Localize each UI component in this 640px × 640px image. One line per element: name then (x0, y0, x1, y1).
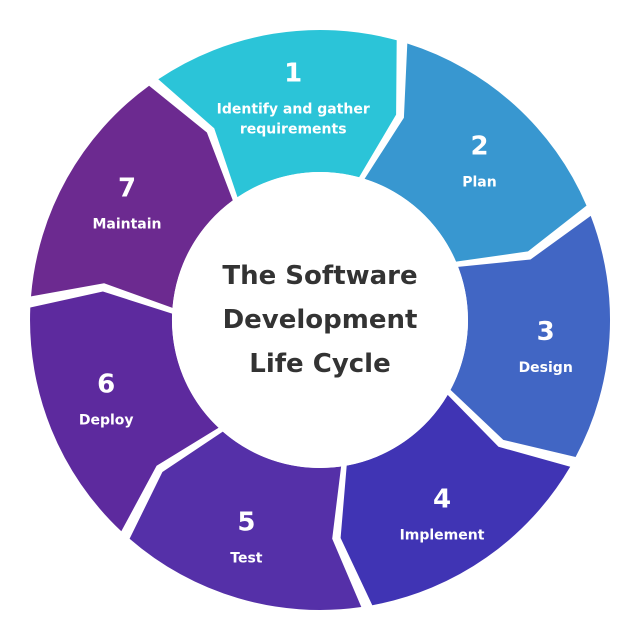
stage-label: Design (519, 360, 573, 376)
stage-number: 6 (97, 369, 115, 399)
title-line-1: The Software (222, 261, 417, 291)
stage-number: 5 (237, 508, 255, 538)
stage-shape (158, 29, 397, 198)
stage-label: Test (230, 551, 263, 567)
stage-shape (450, 215, 611, 457)
title-line-2: Development (223, 305, 418, 335)
stage-label: requirements (240, 122, 347, 138)
center-circle (172, 172, 468, 468)
stage-label: Identify and gather (217, 102, 370, 118)
stage-shape (31, 85, 233, 308)
title-line-3: Life Cycle (249, 349, 390, 379)
stage-number: 4 (433, 484, 451, 514)
stage-shape (30, 291, 219, 532)
stage-number: 2 (470, 132, 488, 162)
stage-shape (129, 431, 362, 610)
stage-label: Plan (462, 175, 496, 191)
stage-number: 1 (284, 59, 302, 89)
stage-shape (364, 43, 587, 262)
stage-number: 3 (537, 317, 555, 347)
stage-shape (340, 394, 571, 606)
diagram-title: The Software Development Life Cycle (222, 261, 417, 379)
stage-label: Implement (400, 527, 485, 543)
stage-label: Maintain (92, 216, 161, 232)
stage-label: Deploy (79, 412, 134, 428)
stage-number: 7 (118, 173, 136, 203)
